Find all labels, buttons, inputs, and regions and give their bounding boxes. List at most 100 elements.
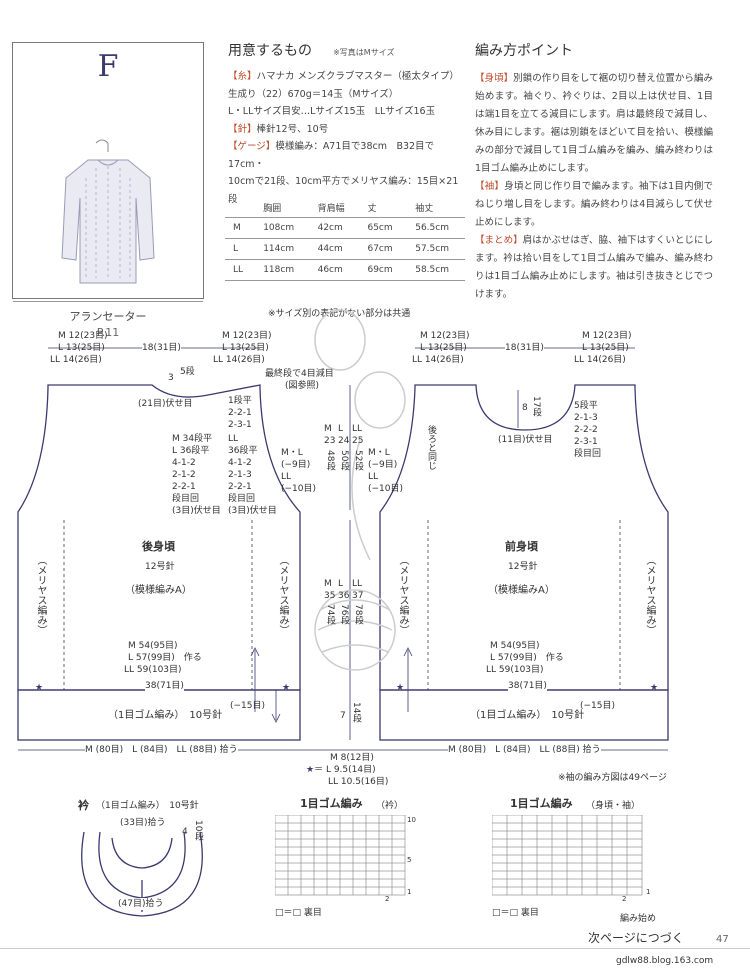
- continue-text: 次ページにつづく: [588, 931, 684, 945]
- rib-chart-collar-title: 1目ゴム編み: [300, 797, 363, 810]
- arm-ll-6: (3目)伏せ目: [228, 506, 277, 516]
- back-neck-width: 18(31目): [142, 342, 181, 354]
- pattern-name: アランセーター: [69, 310, 147, 323]
- common-note: ※サイズ別の表記がない部分は共通: [268, 309, 411, 319]
- last-row-ref: (図参照): [285, 381, 320, 391]
- front-dec-4: 段目回: [574, 449, 602, 459]
- size-cell: M: [225, 217, 256, 239]
- back-hem-dec: (−15目): [230, 701, 266, 711]
- body-rows-m: 74段: [325, 604, 335, 625]
- front-neck-depth: 8: [522, 403, 528, 413]
- materials-title: 用意するもの: [228, 43, 312, 59]
- sweater-image: [61, 139, 155, 284]
- pattern-letter: F: [97, 49, 119, 84]
- arm-side-ml: M・L: [281, 448, 303, 458]
- last-row-note: 最終段で4目減目: [265, 369, 334, 379]
- rib-chart-collar-legend: □＝□ 裏目: [275, 908, 322, 918]
- finish-text: 肩はかぶせはぎ、脇、袖下はすくいとじにします。衿は拾い目をして1目ゴム編みで編み…: [475, 235, 713, 300]
- size-cell: 108cm: [255, 217, 310, 239]
- rib-chart-body-start: 編み始め: [620, 914, 657, 924]
- front-dec-2: 2-2-2: [574, 425, 598, 435]
- table-row: LL 118cm 46cm 69cm 58.5cm: [225, 259, 465, 281]
- front-dec-0: 5段平: [574, 401, 598, 411]
- page-number: 47: [716, 934, 729, 945]
- materials-text: 【糸】ハマナカ メンズクラブマスター（極太タイプ） 生成り（22）670g＝14…: [228, 68, 463, 208]
- front-needle: 12号針: [508, 562, 538, 572]
- yarn-text: ハマナカ メンズクラブマスター（極太タイプ）: [256, 71, 459, 82]
- body-height-l-label: L: [338, 579, 344, 589]
- arm-height-l: 24: [338, 436, 350, 446]
- star-icon: ★: [35, 683, 44, 693]
- arm-height-m-label: M: [324, 424, 332, 434]
- collar-height: 4: [182, 827, 188, 837]
- arm-rows-m: 48段: [325, 450, 335, 471]
- arm-ll-3: 2-1-3: [228, 470, 252, 480]
- size-cell: L: [225, 238, 256, 260]
- needle-label: 【針】: [228, 123, 257, 135]
- sleeve-text: 身頃と同じ作り目で編みます。袖下は1目内側でねじり増し目をします。編み終わりは4…: [475, 181, 713, 228]
- body-height-m: 35: [324, 591, 336, 601]
- front-dec-1: 2-1-3: [574, 413, 598, 423]
- back-side-left: （メリヤス編み）: [35, 555, 46, 635]
- front-shoulder-ll-r: LL 14(26目): [574, 355, 626, 365]
- star-icon: ★: [650, 683, 659, 693]
- front-same-note: 後ろと同じ: [426, 425, 436, 470]
- yarn-line3: L・LLサイズ目安…Lサイズ15玉 LLサイズ16玉: [228, 106, 436, 117]
- materials-header: 用意するもの ※写真はMサイズ: [228, 40, 394, 60]
- front-shoulder-ll: LL 14(26目): [412, 355, 464, 365]
- size-cell: 44cm: [309, 238, 360, 260]
- front-cast-m: M 54(95目): [490, 641, 540, 651]
- front-side-left: （メリヤス編み）: [397, 555, 408, 635]
- arm-height-ll: 25: [352, 436, 364, 446]
- back-title: 後身頃: [142, 540, 175, 553]
- arm-ll-5: 段目回: [228, 494, 256, 504]
- front-dec-3: 2-3-1: [574, 437, 598, 447]
- size-header: 袖丈: [407, 198, 465, 218]
- back-pickup: M (80目) L (84目) LL (88目) 拾う: [85, 744, 238, 756]
- rib-chart-body-grid: [492, 815, 643, 896]
- front-body-outline: [379, 384, 669, 691]
- back-rib-label: （1目ゴム編み） 10号針: [108, 710, 223, 721]
- collar-rows: 10段: [193, 820, 203, 841]
- pattern-card: F アランセーター P.11: [12, 42, 204, 339]
- yarn-line2: 生成り（22）670g＝14玉（Mサイズ）: [228, 88, 399, 100]
- size-cell: 114cm: [255, 238, 310, 260]
- arm-height-ll-label: LL: [352, 424, 363, 434]
- body-rows-l: 76段: [339, 604, 349, 625]
- arm-ml-5: 段目回: [172, 494, 200, 504]
- size-cell: LL: [225, 259, 256, 281]
- star-legend: ★＝ L 9.5(14目): [306, 765, 376, 775]
- front-neck-width: 18(31目): [505, 342, 544, 354]
- front-pattern: （模様編みA）: [488, 585, 555, 596]
- yarn-label: 【糸】: [228, 71, 257, 82]
- arm-ll-0: LL: [228, 434, 239, 444]
- gauge-label: 【ゲージ】: [228, 141, 276, 152]
- size-cell: 67cm: [359, 238, 408, 260]
- collar-title: 衿: [78, 799, 89, 812]
- materials-note: ※写真はMサイズ: [333, 48, 395, 57]
- points-title: 編み方ポイント: [475, 43, 573, 59]
- back-neck-bind: (21目)伏せ目: [138, 399, 193, 409]
- back-neck-rows: 5段: [180, 367, 195, 377]
- body-label: 【身頃】: [475, 73, 514, 84]
- rib-rows: 14段: [351, 702, 361, 723]
- collar-subtitle: （1目ゴム編み） 10号針: [96, 801, 199, 811]
- arm-ml-1: L 36段平: [172, 446, 210, 456]
- needle-text: 棒針12号、10号: [256, 123, 329, 135]
- body-height-ll: 37: [352, 591, 364, 601]
- arm-ll-1: 36段平: [228, 446, 258, 456]
- size-header: 背肩幅: [309, 198, 360, 218]
- star-icon: ★: [306, 765, 315, 775]
- front-shoulder-l-r: L 13(25目): [582, 343, 629, 353]
- arm-height-m: 23: [324, 436, 336, 446]
- rib-chart-collar-grid: [275, 815, 406, 896]
- body-rows-ll: 78段: [353, 604, 363, 625]
- back-dec-2: 2-3-1: [228, 420, 252, 430]
- front-cast-l: L 57(99目) 作る: [490, 653, 564, 663]
- arm-side-ml-val-f: (−9目): [368, 460, 398, 470]
- back-dec-0: 1段平: [228, 396, 252, 406]
- star-l: L 9.5(14目): [325, 765, 376, 775]
- back-shoulder-ll-r: LL 14(26目): [213, 355, 265, 365]
- gauge-text: 模様編み：A71目で38cm B32目で17cm・: [228, 141, 435, 170]
